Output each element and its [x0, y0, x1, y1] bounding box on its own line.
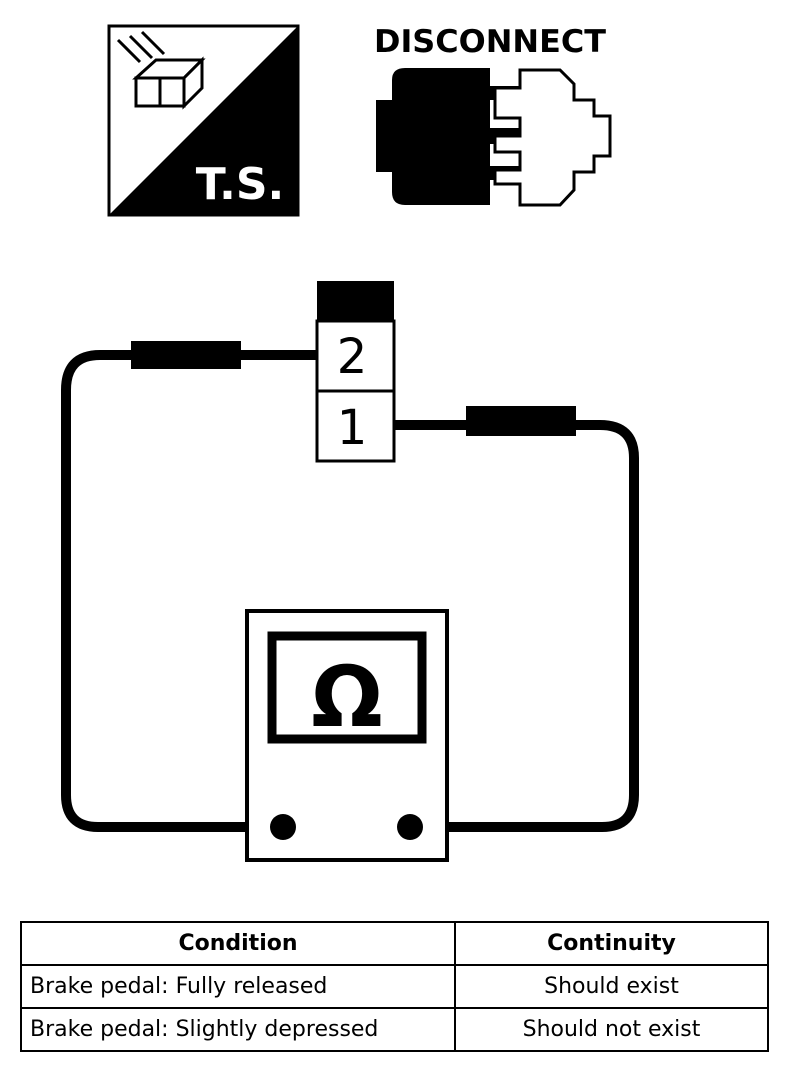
ts-label: T.S. [196, 159, 284, 210]
table-header-row: Condition Continuity [20, 921, 769, 966]
meter-display [267, 631, 427, 744]
header-continuity: Continuity [454, 921, 769, 966]
right-probe-lead [394, 420, 639, 832]
continuity-cell: Should not exist [454, 1007, 769, 1052]
harness-connector-icon [116, 30, 206, 110]
table-row: Brake pedal: Slightly depressed Should n… [20, 1007, 769, 1052]
table-row: Brake pedal: Fully released Should exist [20, 964, 769, 1009]
plug-female-shape [376, 68, 520, 205]
right-probe-handle [466, 406, 576, 436]
disconnect-label: DISCONNECT [374, 24, 606, 60]
ohm-symbol: Ω [311, 648, 382, 746]
troubleshooting-icon: T.S. [107, 24, 300, 217]
terminal-2-label: 2 [337, 329, 368, 385]
left-probe-lead [61, 350, 317, 832]
probe-leads [61, 341, 639, 832]
disconnect-icon: DISCONNECT [374, 24, 612, 207]
condition-cell: Brake pedal: Fully released [20, 964, 456, 1009]
plug-male-shape [493, 68, 612, 207]
continuity-test-diagram: T.S. DISCONNECT 2 1 Ω [61, 24, 639, 862]
left-probe-handle [131, 341, 241, 369]
meter-terminal-left [270, 814, 296, 840]
condition-cell: Brake pedal: Slightly depressed [20, 1007, 456, 1052]
continuity-table: Condition Continuity Brake pedal: Fully … [20, 921, 769, 1052]
meter-terminal-right [397, 814, 423, 840]
continuity-cell: Should exist [454, 964, 769, 1009]
ohmmeter: Ω [245, 609, 449, 862]
connector-block: 2 1 [315, 281, 396, 463]
header-condition: Condition [20, 921, 456, 966]
terminal-1-label: 1 [337, 400, 368, 456]
